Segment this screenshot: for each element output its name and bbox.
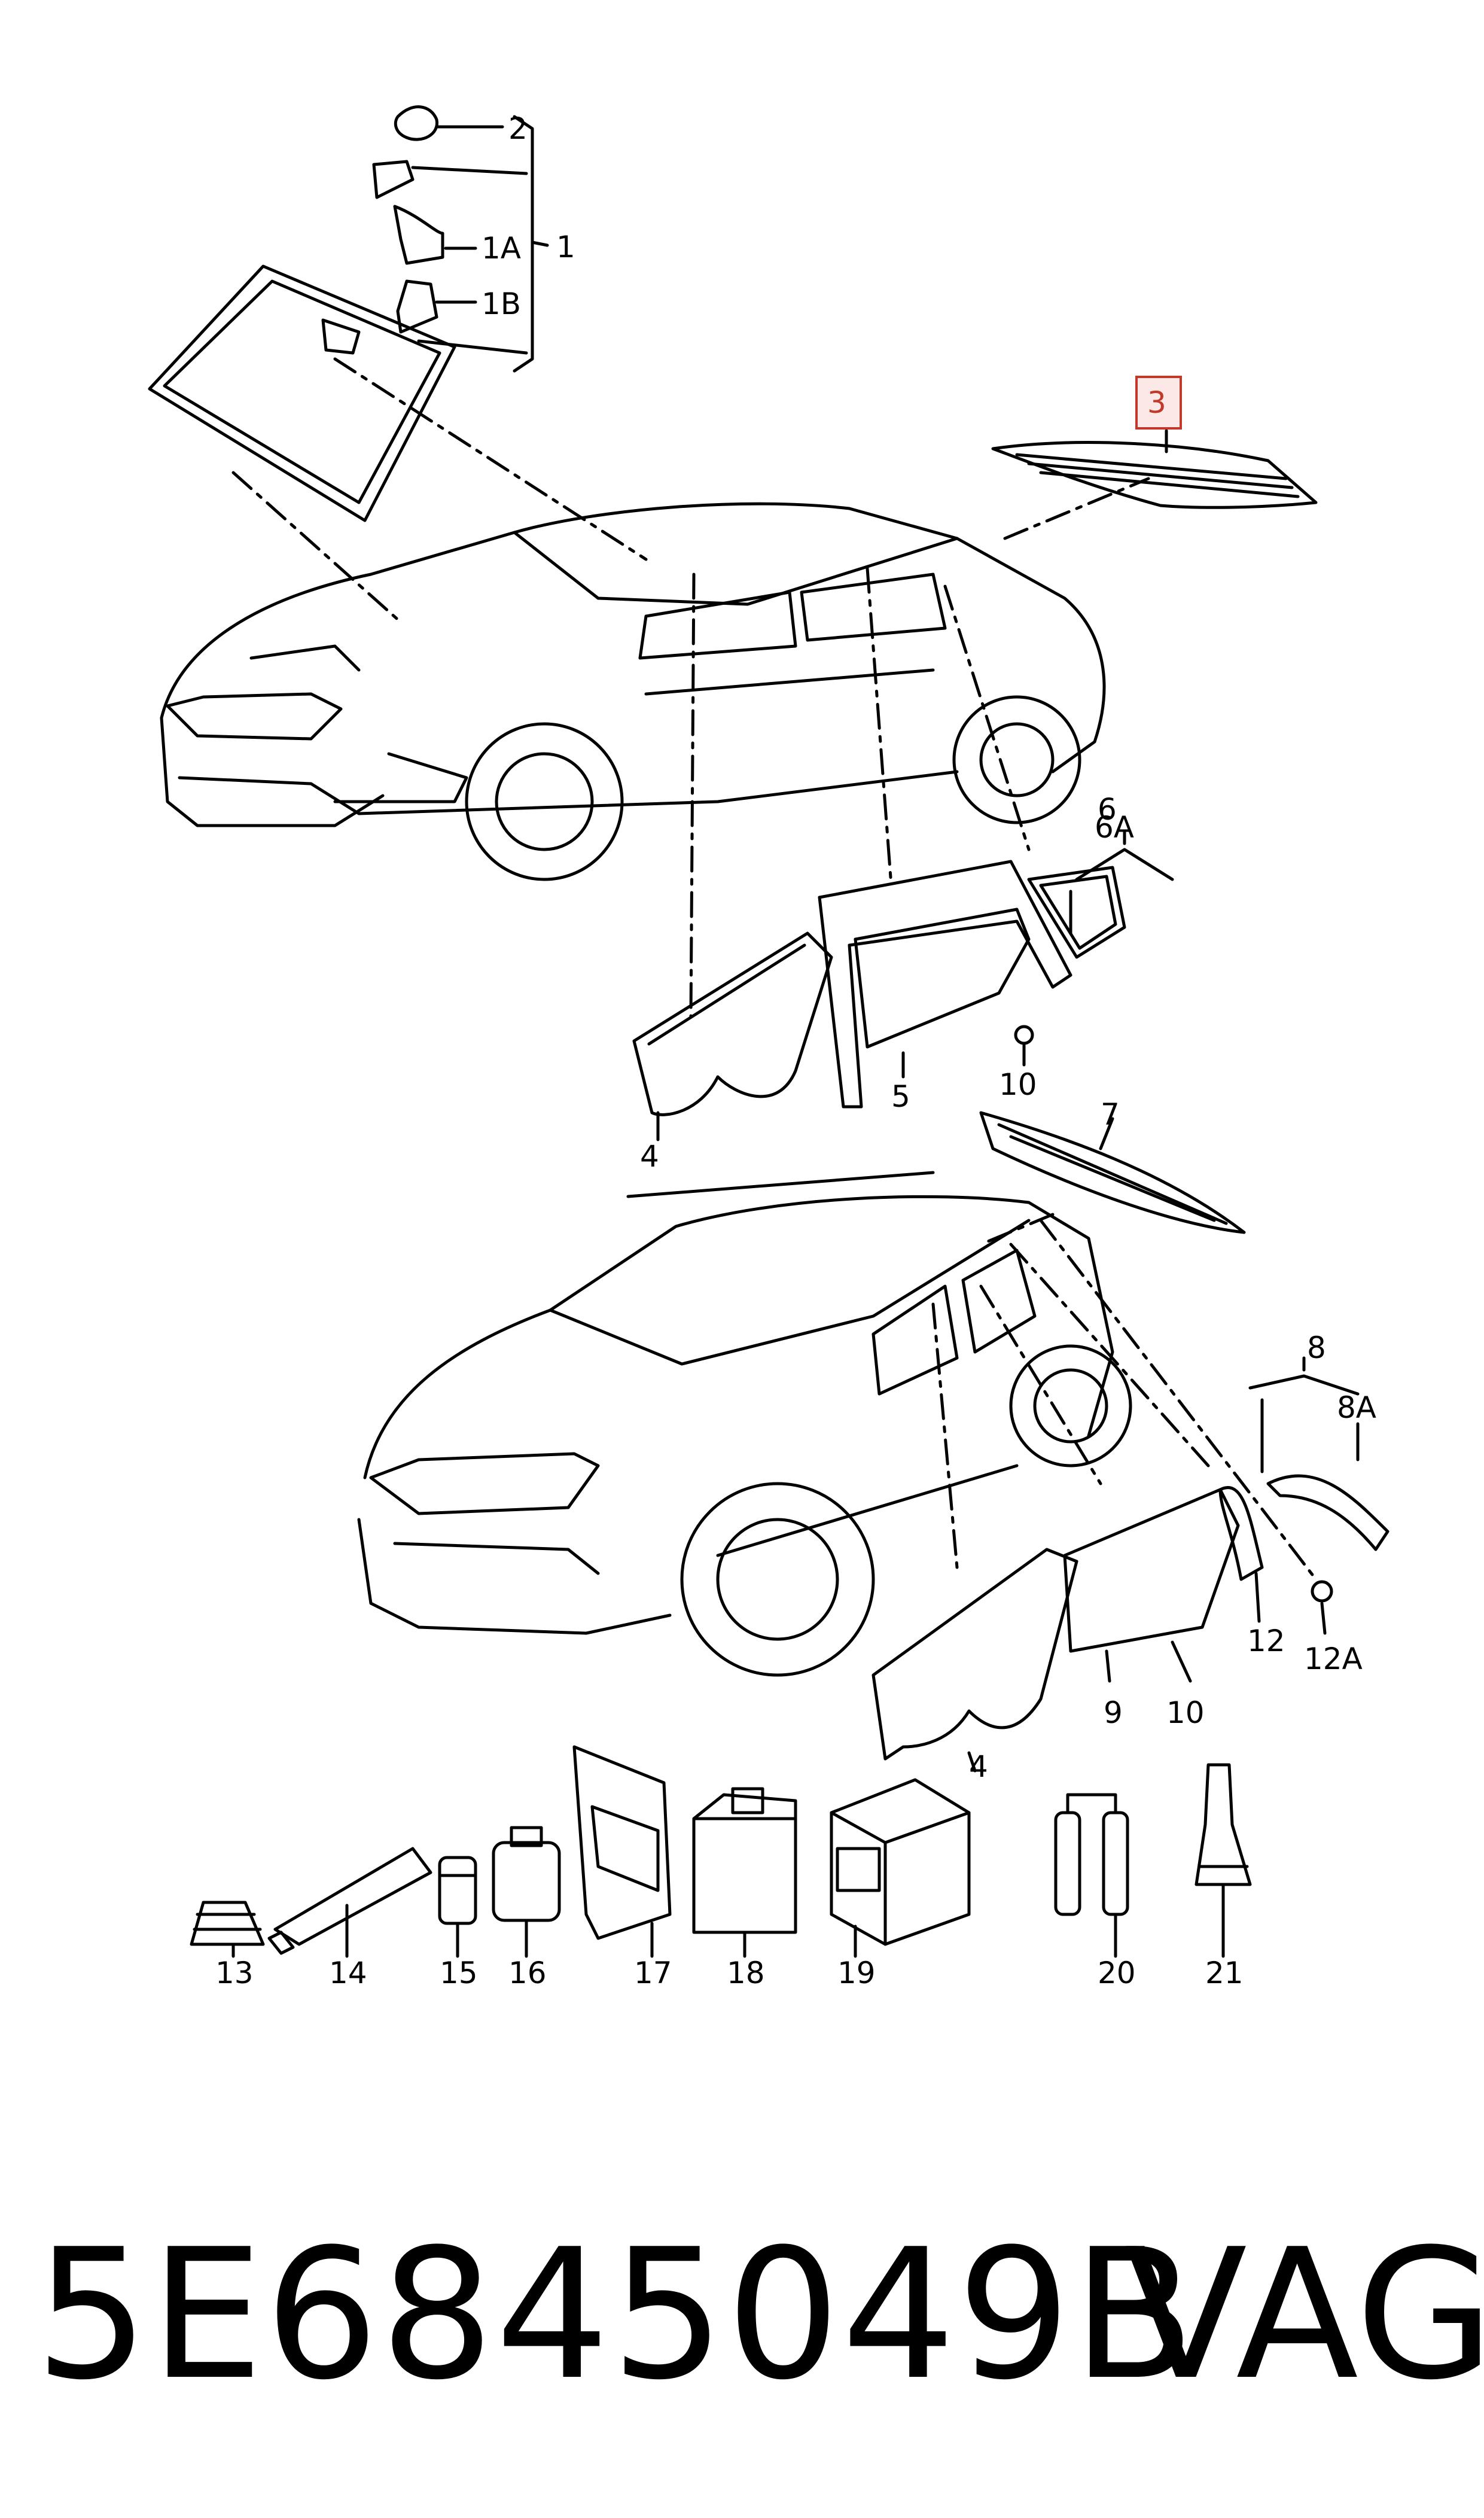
callout-1b: 1B	[482, 287, 521, 321]
highlight-box-part-3	[1135, 376, 1182, 430]
accessory-20-cartridge	[1054, 1793, 1129, 1916]
callout-21: 21	[1205, 1956, 1244, 1990]
callout-8: 8	[1307, 1330, 1326, 1365]
callout-1a: 1A	[482, 231, 521, 266]
front-door-window-estate	[871, 1548, 1078, 1761]
callout-13: 13	[215, 1956, 254, 1990]
accessory-19-box	[830, 1778, 971, 1946]
rain-sensor-parts	[372, 105, 444, 334]
front-door-window-sedan	[632, 931, 833, 1116]
rear-door-window-sedan	[818, 860, 1126, 1109]
callout-10-estate: 10	[1166, 1695, 1205, 1730]
sedan-car-outline	[160, 502, 1106, 881]
callout-20: 20	[1098, 1956, 1136, 1990]
accessory-16-jar	[492, 1826, 561, 1922]
callout-10-sedan: 10	[999, 1067, 1037, 1102]
callout-12: 12	[1247, 1624, 1285, 1658]
accessory-15	[438, 1856, 477, 1925]
accessory-18-bottle	[692, 1787, 797, 1934]
callout-16: 16	[508, 1956, 547, 1990]
callout-6: 6	[1098, 792, 1117, 827]
callout-4-estate: 4	[969, 1749, 988, 1784]
rear-window-sedan-part	[991, 441, 1318, 509]
callout-6a: 6A	[1095, 810, 1134, 845]
accessory-14-tube	[267, 1847, 432, 1955]
callout-17: 17	[634, 1956, 672, 1990]
accessory-21-nozzle	[1194, 1763, 1252, 1886]
callout-3: 3	[1147, 385, 1166, 420]
callout-19: 19	[837, 1956, 876, 1990]
accessory-17-bag	[572, 1745, 672, 1940]
callout-18: 18	[727, 1956, 765, 1990]
callout-7: 7	[1101, 1097, 1120, 1132]
callout-2: 2	[508, 111, 528, 146]
callout-4-sedan: 4	[640, 1139, 659, 1174]
estate-car-outline	[357, 1171, 1132, 1677]
windscreen-part	[148, 264, 456, 522]
rear-door-window-estate	[1063, 1488, 1240, 1653]
brand-text: VAG	[1125, 2211, 1484, 2419]
quarter-window-estate	[1218, 1474, 1389, 1581]
callout-8a: 8A	[1337, 1390, 1376, 1425]
callout-15: 15	[440, 1956, 478, 1990]
callout-5: 5	[891, 1079, 910, 1114]
part-number-text: 5E6845049B	[35, 2211, 1197, 2419]
rear-window-estate-part	[979, 1111, 1246, 1234]
callout-14: 14	[329, 1956, 367, 1990]
callout-12a: 12A	[1304, 1642, 1363, 1676]
accessory-13	[190, 1901, 265, 1946]
callout-9: 9	[1104, 1695, 1123, 1730]
callout-1: 1	[556, 230, 575, 264]
